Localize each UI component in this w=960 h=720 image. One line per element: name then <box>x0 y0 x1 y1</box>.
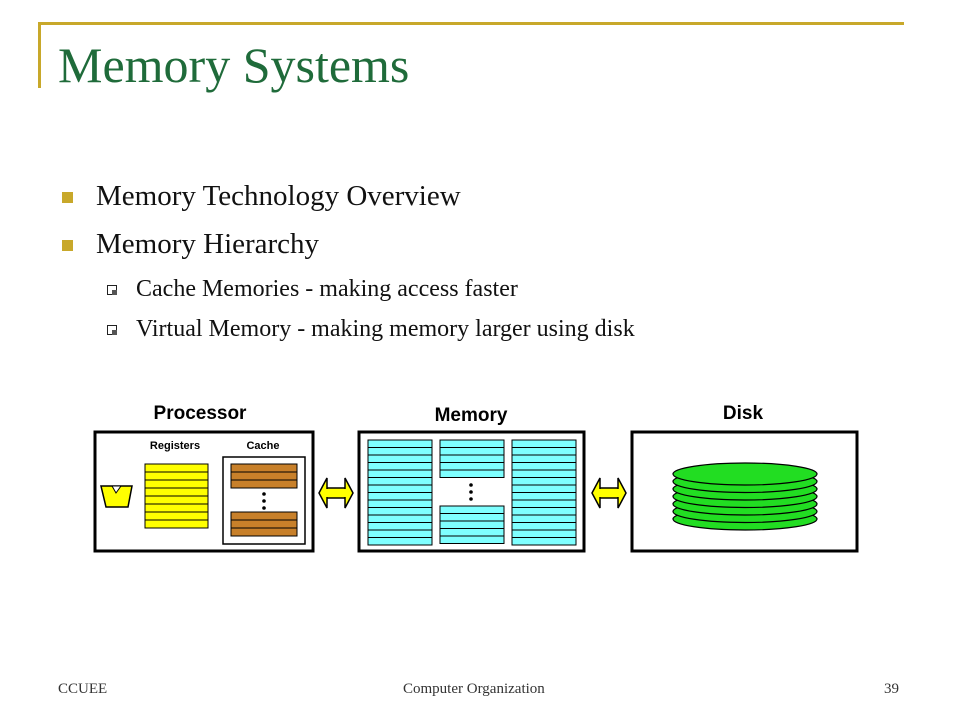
memory-word <box>511 514 577 523</box>
cache-lines-top <box>230 463 298 489</box>
memory-word <box>511 447 577 456</box>
disk-platter <box>672 462 818 486</box>
memory-word <box>511 439 577 448</box>
memory-word <box>439 520 505 529</box>
memory-word <box>367 469 433 478</box>
register-row <box>144 479 209 489</box>
memory-word <box>367 477 433 486</box>
memory-bank-bottom <box>439 505 505 544</box>
memory-word <box>439 454 505 463</box>
square-bullet-icon <box>62 240 73 251</box>
memory-word <box>439 535 505 544</box>
memory-word <box>439 462 505 471</box>
alu-notch <box>111 485 122 494</box>
register-row <box>144 519 209 529</box>
cache-ellipsis <box>262 492 266 510</box>
memory-word <box>511 469 577 478</box>
footer-left: CCUEE <box>58 681 108 697</box>
memory-word <box>511 492 577 501</box>
memory-word <box>511 499 577 508</box>
memory-word <box>439 505 505 514</box>
sub-bullet-text: Cache Memories - making access faster <box>136 276 518 302</box>
double-arrow-icon <box>591 477 627 509</box>
disk-label: Disk <box>723 403 764 424</box>
memory-bank-top <box>439 439 505 478</box>
cache-label: Cache <box>246 440 279 452</box>
page-number: 39 <box>884 681 899 697</box>
memory-word <box>367 529 433 538</box>
register-row <box>144 495 209 505</box>
frame-top-rule <box>38 22 904 25</box>
hollow-square-bullet-icon <box>107 325 117 335</box>
frame-left-rule <box>38 22 41 88</box>
bullet-item: Memory Hierarchy <box>58 224 635 272</box>
memory-bank <box>511 439 577 546</box>
cache-lines-bottom <box>230 511 298 537</box>
register-file <box>144 463 209 529</box>
memory-word <box>511 477 577 486</box>
register-row <box>144 511 209 521</box>
bullet-item: Memory Technology Overview <box>58 176 635 224</box>
register-row <box>144 503 209 513</box>
disk-platters-icon <box>672 462 818 531</box>
memory-word <box>367 462 433 471</box>
memory-word <box>367 522 433 531</box>
memory-word <box>439 513 505 522</box>
cache-line <box>230 479 298 489</box>
cache-line <box>230 463 298 473</box>
memory-word <box>511 537 577 546</box>
memory-word <box>367 537 433 546</box>
slide-title: Memory Systems <box>58 37 410 93</box>
footer-center: Computer Organization <box>403 681 545 697</box>
memory-word <box>511 454 577 463</box>
memory-word <box>367 507 433 516</box>
square-bullet-icon <box>62 192 73 203</box>
memory-bank <box>367 439 433 546</box>
memory-word <box>511 522 577 531</box>
memory-word <box>367 447 433 456</box>
memory-word <box>367 439 433 448</box>
memory-word <box>511 484 577 493</box>
register-row <box>144 471 209 481</box>
bullet-text: Memory Hierarchy <box>96 228 320 260</box>
memory-word <box>511 462 577 471</box>
memory-word <box>367 454 433 463</box>
cache-line <box>230 519 298 529</box>
memory-ellipsis <box>469 483 473 501</box>
memory-word <box>367 514 433 523</box>
bullet-text: Memory Technology Overview <box>96 180 461 212</box>
memory-label: Memory <box>435 405 508 426</box>
registers-label: Registers <box>150 440 200 452</box>
double-arrow-icon <box>318 477 354 509</box>
sub-bullet-item: Virtual Memory - making memory larger us… <box>58 312 635 352</box>
register-row <box>144 463 209 473</box>
sub-bullet-text: Virtual Memory - making memory larger us… <box>136 316 635 342</box>
sub-bullet-item: Cache Memories - making access faster <box>58 272 635 312</box>
alu-icon <box>100 485 133 508</box>
processor-label: Processor <box>154 403 248 424</box>
memory-word <box>511 529 577 538</box>
cache-line <box>230 471 298 481</box>
cache-line <box>230 511 298 521</box>
memory-word <box>367 484 433 493</box>
memory-word <box>439 469 505 478</box>
memory-word <box>439 528 505 537</box>
register-row <box>144 487 209 497</box>
hollow-square-bullet-icon <box>107 285 117 295</box>
cache-line <box>230 527 298 537</box>
memory-word <box>367 499 433 508</box>
memory-word <box>511 507 577 516</box>
memory-word <box>439 439 505 448</box>
bullet-list: Memory Technology Overview Memory Hierar… <box>58 176 635 352</box>
memory-word <box>439 447 505 456</box>
memory-word <box>367 492 433 501</box>
